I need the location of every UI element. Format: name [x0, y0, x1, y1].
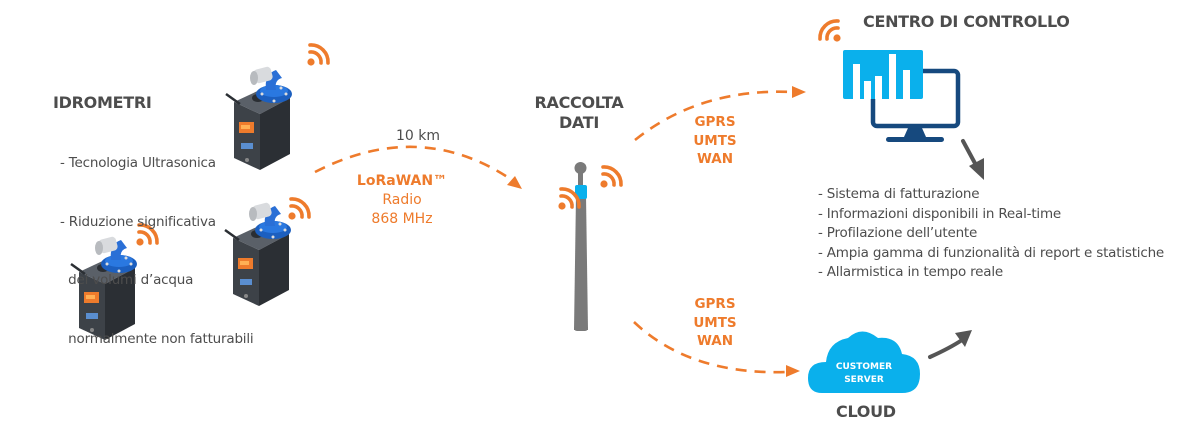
feature-item: - Ampia gamma di funzionalità di report … — [818, 244, 1165, 261]
network-type: UMTS — [693, 132, 737, 149]
wifi-signal-icon — [286, 197, 311, 222]
idrometri-item: - Tecnologia Ultrasonica — [60, 155, 216, 171]
radio-type-label: Radio — [382, 192, 422, 208]
centro-features: - Sistema di fatturazione - Informazioni… — [818, 185, 1164, 283]
network-type: UMTS — [693, 314, 737, 331]
feature-item: - Allarmistica in tempo reale — [818, 264, 1004, 280]
control-network-label: GPRS UMTS WAN — [690, 113, 740, 169]
cloud-label-line: CUSTOMER — [835, 362, 893, 372]
distance-label: 10 km — [396, 128, 441, 144]
cloud-server-label: CUSTOMER SERVER — [824, 361, 904, 387]
control-link-arrow — [634, 90, 793, 142]
feature-item: - Sistema di fatturazione — [818, 186, 980, 202]
idrometri-item: normalmente non fatturabili — [60, 330, 254, 347]
raccolta-title-line: RACCOLTA — [534, 93, 624, 112]
network-type: GPRS — [694, 296, 736, 312]
idrometri-item: - Riduzione significativa — [60, 213, 216, 230]
arrow-head — [786, 365, 800, 377]
feature-item: - Profilazione dell’utente — [818, 225, 978, 241]
frequency-label: 868 MHz — [371, 211, 433, 227]
arrow-icon — [928, 330, 972, 359]
wifi-signal-icon — [305, 43, 330, 68]
wifi-signal-icon — [598, 165, 623, 190]
network-type: WAN — [696, 151, 734, 167]
raccolta-title-line: DATI — [558, 113, 600, 132]
raccolta-title: RACCOLTA DATI — [533, 93, 625, 133]
network-type: GPRS — [694, 114, 736, 130]
cloud-label-line: SERVER — [844, 375, 884, 385]
radio-link-arrow — [314, 145, 513, 182]
monitor-chart-icon — [843, 50, 961, 142]
radio-link-label: LoRaWAN™ Radio 868 MHz — [352, 172, 452, 229]
cloud-network-label: GPRS UMTS WAN — [690, 295, 740, 351]
arrow-head — [792, 86, 806, 98]
cloud-title: CLOUD — [836, 402, 896, 421]
wifi-signal-icon — [818, 19, 843, 44]
protocol-label: LoRaWAN™ — [356, 173, 448, 189]
idrometri-list: - Tecnologia Ultrasonica - Riduzione sig… — [60, 115, 254, 369]
cloud-icon — [808, 331, 920, 393]
arrow-head — [507, 176, 522, 189]
antenna-tower-icon — [574, 162, 588, 331]
arrow-icon — [961, 139, 984, 180]
feature-item: - Informazioni disponibili in Real-time — [818, 205, 1062, 222]
cloud-link-arrow — [633, 321, 787, 374]
network-type: WAN — [696, 333, 734, 349]
centro-title: CENTRO DI CONTROLLO — [863, 12, 1070, 31]
idrometri-title: IDROMETRI — [53, 93, 152, 112]
idrometri-item: dei volumi d’acqua — [60, 272, 194, 288]
